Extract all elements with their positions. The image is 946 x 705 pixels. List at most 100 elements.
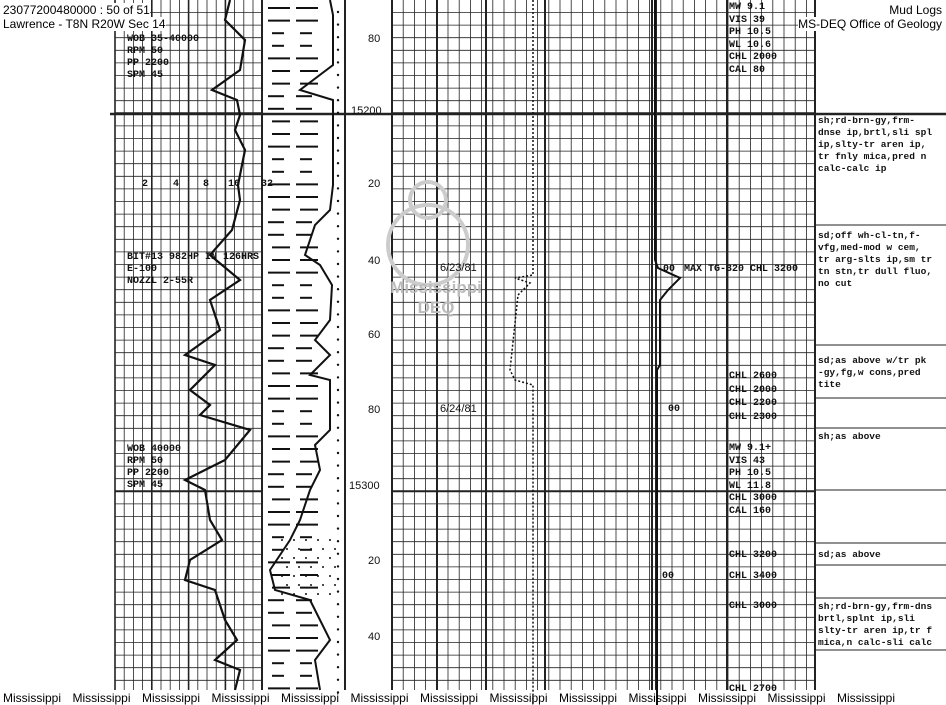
sand-dot xyxy=(336,628,340,631)
param: PP 2200 xyxy=(127,468,170,479)
sand-dot xyxy=(336,540,340,543)
category: Mud Logs xyxy=(889,3,942,17)
date-label: 6/23/81 xyxy=(440,262,477,274)
sand-dot xyxy=(336,439,340,442)
log-grid xyxy=(110,0,946,690)
gas-zero: 00 xyxy=(662,571,675,582)
sand-dot xyxy=(336,338,340,341)
depth-label: 15200 xyxy=(351,105,382,117)
param: SPM 45 xyxy=(127,70,164,81)
scale-label: 4 xyxy=(173,179,180,190)
chl-value: CHL 2200 xyxy=(729,398,778,409)
sand-dot xyxy=(336,149,340,152)
bit-line: E-100 xyxy=(127,264,158,275)
lithology-description: sd;off wh-cl-tn,f- vfg,med-mod w cem, tr… xyxy=(818,230,933,289)
sand-dot xyxy=(329,539,331,541)
sand-dot xyxy=(298,584,300,586)
sand-dot xyxy=(336,23,340,26)
sand-dot xyxy=(336,300,340,303)
watermark-text: Mississippi DEQ xyxy=(376,278,496,318)
sand-dot xyxy=(286,584,288,586)
drilling-params-bottom: WOB 40000 RPM 50 PP 2200 SPM 45 xyxy=(127,444,181,492)
sand-dot xyxy=(322,566,324,568)
gas-max: MAX TG-320 CHL 3200 xyxy=(684,264,799,275)
param: SPM 45 xyxy=(127,480,164,491)
sand-dot xyxy=(298,548,300,550)
location: Lawrence - T8N R20W Sec 14 xyxy=(3,17,166,31)
chl-value: CHL 3200 xyxy=(729,550,778,561)
sand-dot xyxy=(336,10,340,14)
sand-dot xyxy=(310,566,312,568)
bit-line: BIT#13 982HP IN 126HRS xyxy=(127,252,260,263)
sand-dot xyxy=(305,539,307,541)
sand-dot xyxy=(336,351,340,354)
footer-watermark: Mississippi xyxy=(559,691,618,705)
sand-dot xyxy=(336,174,340,177)
mud-prop: MW 9.1 xyxy=(729,2,766,13)
sand-dot xyxy=(336,363,340,366)
mud-prop: CHL 2000 xyxy=(729,52,778,63)
sand-dot xyxy=(336,464,340,467)
sand-dot xyxy=(336,73,340,77)
footer-watermark: Mississippi xyxy=(72,691,131,705)
sand-dot xyxy=(286,566,288,568)
depth-label: 15300 xyxy=(349,480,380,492)
sand-dot xyxy=(336,552,340,555)
sand-dot xyxy=(336,187,340,190)
param: WOB 35-40000 xyxy=(127,34,200,45)
depth-label: 20 xyxy=(368,178,381,190)
sand-dot xyxy=(317,539,319,541)
sand-dot xyxy=(336,691,340,694)
footer-watermark: Mississippi xyxy=(698,691,757,705)
sand-dot xyxy=(310,584,312,586)
total-gas-curve xyxy=(654,0,682,705)
mud-prop: PH 10.5 xyxy=(729,27,772,38)
sand-dot xyxy=(334,548,336,550)
footer-watermark: Mississippi xyxy=(767,691,826,705)
lithology-description: sd;as above w/tr pk -gy,fg,w cons,pred t… xyxy=(818,355,927,390)
sand-dot xyxy=(329,593,331,595)
sand-dot xyxy=(336,48,340,51)
drilling-rate-curve xyxy=(182,0,252,691)
sand-dot xyxy=(336,666,340,669)
scale-label: 2 xyxy=(142,179,149,190)
scale-label: 8 xyxy=(203,179,210,190)
lithology-description: sh;rd-brn-gy,frm- dnse ip,brtl,sli spl i… xyxy=(818,115,933,174)
sand-dots xyxy=(281,10,340,694)
sand-dot xyxy=(317,593,319,595)
sand-dot xyxy=(336,678,340,681)
agency: MS-DEQ Office of Geology xyxy=(798,17,942,31)
sand-dot xyxy=(336,388,340,392)
chl-value: CHL 2300 xyxy=(729,411,778,423)
footer-watermark: Mississippi xyxy=(837,691,896,705)
mud-prop: CHL 3000 xyxy=(729,493,778,504)
drilling-params-top: WOB 35-40000 RPM 50 PP 2200 SPM 45 xyxy=(127,34,199,82)
watermark-logo xyxy=(386,180,470,287)
watermark-line2: DEQ xyxy=(417,298,455,317)
chl-value: CHL 3400 xyxy=(729,571,778,582)
mud-prop: CAL 160 xyxy=(729,505,772,517)
chl-value: CHL 2600 xyxy=(729,371,778,382)
chl-value: CHL 2700 xyxy=(729,684,778,695)
sand-dot xyxy=(293,593,295,595)
sand-dot xyxy=(336,162,340,165)
sand-dot xyxy=(336,313,340,316)
sand-dot xyxy=(281,539,283,541)
bit-line: NOZZL 2-55R xyxy=(127,276,194,287)
mud-prop: MW 9.1+ xyxy=(729,443,772,454)
footer-watermark: Mississippi xyxy=(211,691,270,705)
depth-label: 20 xyxy=(368,555,381,567)
sand-dot xyxy=(334,584,336,586)
param: RPM 50 xyxy=(127,456,164,467)
sand-dot xyxy=(329,575,331,577)
sand-dot xyxy=(336,288,340,291)
sand-dot xyxy=(336,275,340,278)
depth-label: 80 xyxy=(368,33,381,45)
sand-dot xyxy=(293,575,295,577)
sand-dot xyxy=(336,237,340,240)
date-label: 6/24/81 xyxy=(440,403,477,415)
scale-label: 16 xyxy=(228,179,241,190)
sand-dot xyxy=(336,565,340,568)
sand-dot xyxy=(336,99,340,102)
well-id-page: 23077200480000 : 50 of 51 xyxy=(3,3,150,17)
